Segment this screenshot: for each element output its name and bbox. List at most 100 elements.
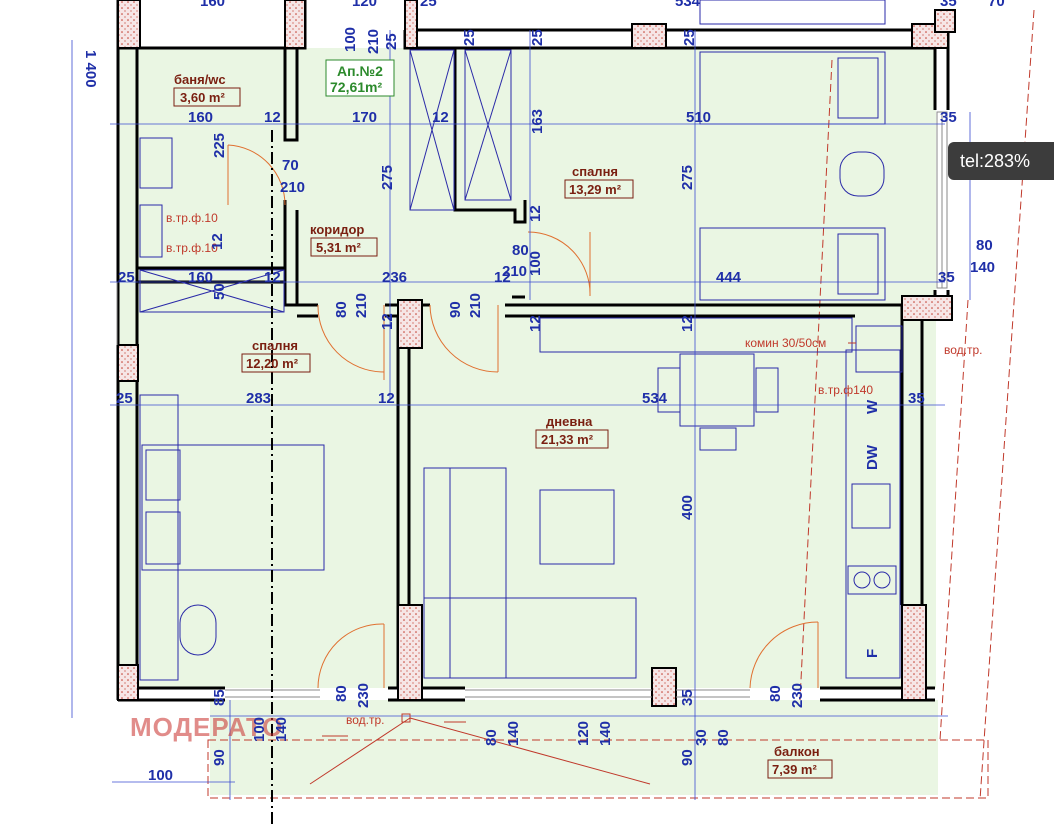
svg-text:70: 70 <box>988 0 1005 10</box>
svg-text:140: 140 <box>273 717 290 742</box>
room-area-box-bath <box>173 87 241 107</box>
svg-text:120: 120 <box>352 0 377 10</box>
svg-text:25: 25 <box>681 29 698 46</box>
apartment-number: Ап.№2 <box>337 63 383 79</box>
svg-text:35: 35 <box>679 689 696 706</box>
svg-text:35: 35 <box>940 0 957 10</box>
svg-text:30: 30 <box>693 729 710 746</box>
svg-text:160: 160 <box>188 109 213 126</box>
svg-text:210: 210 <box>467 293 484 318</box>
svg-text:534: 534 <box>642 390 668 407</box>
room-area-bath: 3,60 m² <box>180 90 225 105</box>
svg-text:283: 283 <box>246 390 271 407</box>
room-name-bath: баня/wc <box>174 72 226 87</box>
note-chimney: комин 30/50см <box>745 336 826 350</box>
svg-text:80: 80 <box>483 729 500 746</box>
svg-text:12: 12 <box>432 109 449 126</box>
svg-text:12: 12 <box>378 390 395 407</box>
svg-text:12: 12 <box>494 269 511 286</box>
room-area-living: 21,33 m² <box>541 432 594 447</box>
svg-text:534: 534 <box>675 0 701 10</box>
svg-text:12: 12 <box>679 315 696 332</box>
svg-text:140: 140 <box>597 721 614 746</box>
appliance-washer-label: W <box>864 399 881 414</box>
svg-text:510: 510 <box>686 109 711 126</box>
furniture <box>139 0 903 681</box>
svg-text:80: 80 <box>715 729 732 746</box>
svg-text:160: 160 <box>188 269 213 286</box>
room-area-box-bedroom1 <box>564 179 634 199</box>
svg-text:85: 85 <box>211 689 228 706</box>
svg-text:210: 210 <box>280 179 305 196</box>
svg-text:80: 80 <box>767 685 784 702</box>
svg-text:100: 100 <box>342 27 359 52</box>
svg-text:90: 90 <box>211 749 228 766</box>
svg-text:275: 275 <box>379 165 396 190</box>
svg-text:35: 35 <box>908 390 925 407</box>
room-area-bedroom2: 12,20 m² <box>246 356 299 371</box>
room-area-box-living <box>535 429 609 449</box>
note-water-riser-bottom: вод.тр. <box>346 713 385 727</box>
dimension-labels-vertical: 1 400 100 210 25 25 25 25 163 225 275 27… <box>82 27 806 766</box>
svg-text:230: 230 <box>789 683 806 708</box>
svg-text:400: 400 <box>679 495 696 520</box>
note-pipe-2: в.тр.ф.10 <box>166 241 218 255</box>
annotation-leaders <box>309 342 856 785</box>
note-pipe-1: в.тр.ф.10 <box>166 211 218 225</box>
svg-text:170: 170 <box>352 109 377 126</box>
svg-text:444: 444 <box>716 269 742 286</box>
room-area-balcony: 7,39 m² <box>772 762 817 777</box>
svg-text:100: 100 <box>148 767 173 784</box>
room-name-bedroom1: спалня <box>572 164 618 179</box>
zoom-level-badge: tel:283% <box>948 142 1054 180</box>
room-name-bedroom2: спалня <box>252 338 298 353</box>
svg-text:25: 25 <box>420 0 437 10</box>
apartment-badge <box>325 59 395 97</box>
room-area-box-bedroom2 <box>241 353 311 373</box>
svg-text:80: 80 <box>333 301 350 318</box>
svg-text:25: 25 <box>118 269 135 286</box>
apartment-area: 72,61m² <box>330 79 382 95</box>
room-area-corridor: 5,31 m² <box>316 240 361 255</box>
dimension-labels: 160 120 25 534 35 70 160 12 170 12 510 3… <box>116 0 1005 784</box>
room-area-box-corridor <box>310 237 378 257</box>
note-pipe-3: в.тр.ф140 <box>818 383 873 397</box>
dimension-lines <box>71 30 971 800</box>
svg-text:35: 35 <box>938 269 955 286</box>
svg-text:90: 90 <box>447 301 464 318</box>
svg-text:12: 12 <box>264 269 281 286</box>
room-area-bedroom1: 13,29 m² <box>569 182 622 197</box>
room-name-living: дневна <box>546 414 593 429</box>
svg-text:25: 25 <box>383 33 400 50</box>
svg-text:12: 12 <box>209 233 226 250</box>
svg-text:210: 210 <box>365 29 382 54</box>
svg-text:25: 25 <box>461 29 478 46</box>
svg-text:90: 90 <box>679 749 696 766</box>
floor-area <box>118 48 938 795</box>
svg-text:25: 25 <box>116 390 133 407</box>
svg-text:80: 80 <box>512 242 529 259</box>
svg-text:1 400: 1 400 <box>82 50 99 88</box>
svg-text:25: 25 <box>529 29 546 46</box>
room-area-box-balcony <box>767 759 833 779</box>
svg-text:12: 12 <box>264 109 281 126</box>
svg-text:140: 140 <box>970 259 995 276</box>
svg-text:12: 12 <box>379 313 396 330</box>
appliance-dishwasher-label: DW <box>864 444 881 470</box>
note-water-riser-right: вод.тр. <box>944 343 983 357</box>
facade-guides <box>207 9 1035 801</box>
svg-text:236: 236 <box>382 269 407 286</box>
svg-text:12: 12 <box>527 315 544 332</box>
svg-text:140: 140 <box>505 721 522 746</box>
svg-text:100: 100 <box>527 251 544 276</box>
svg-text:230: 230 <box>355 683 372 708</box>
room-name-corridor: коридор <box>310 222 364 237</box>
svg-text:12: 12 <box>527 205 544 222</box>
room-name-balcony: балкон <box>774 744 820 759</box>
svg-text:275: 275 <box>679 165 696 190</box>
svg-text:163: 163 <box>529 109 546 134</box>
svg-text:100: 100 <box>251 717 268 742</box>
svg-text:80: 80 <box>976 237 993 254</box>
watermark: МОДЕРАТО <box>130 712 283 742</box>
